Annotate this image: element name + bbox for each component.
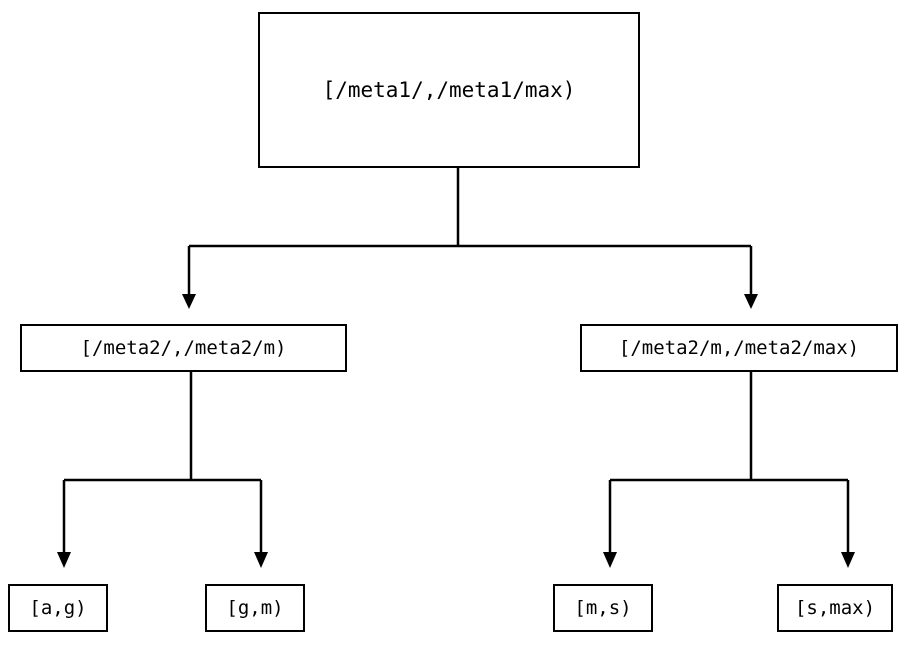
node-leaf-a-g-label: [a,g): [29, 597, 87, 619]
node-root[interactable]: [/meta1/,/meta1/max): [258, 12, 640, 168]
node-root-label: [/meta1/,/meta1/max): [322, 78, 576, 102]
arrowhead-leaf-gm-icon: [254, 552, 268, 568]
edge-root-to-level1: [182, 168, 758, 309]
node-leaf-s-max[interactable]: [s,max): [777, 584, 893, 632]
node-leaf-g-m[interactable]: [g,m): [205, 584, 305, 632]
node-leaf-g-m-label: [g,m): [226, 597, 284, 619]
node-mid-left[interactable]: [/meta2/,/meta2/m): [20, 324, 347, 372]
node-mid-left-label: [/meta2/,/meta2/m): [80, 337, 287, 359]
arrowhead-leaf-ms-icon: [603, 552, 617, 568]
edge-midright-to-leaves: [603, 372, 855, 568]
arrowhead-leaf-ag-icon: [57, 552, 71, 568]
node-mid-right-label: [/meta2/m,/meta2/max): [618, 337, 860, 359]
node-leaf-a-g[interactable]: [a,g): [8, 584, 108, 632]
node-leaf-s-max-label: [s,max): [794, 597, 876, 619]
arrowhead-mid-left-icon: [182, 294, 196, 309]
node-leaf-m-s[interactable]: [m,s): [553, 584, 653, 632]
node-mid-right[interactable]: [/meta2/m,/meta2/max): [580, 324, 898, 372]
node-leaf-m-s-label: [m,s): [574, 597, 632, 619]
arrowhead-mid-right-icon: [744, 294, 758, 309]
edge-midleft-to-leaves: [57, 372, 268, 568]
arrowhead-leaf-smax-icon: [841, 552, 855, 568]
